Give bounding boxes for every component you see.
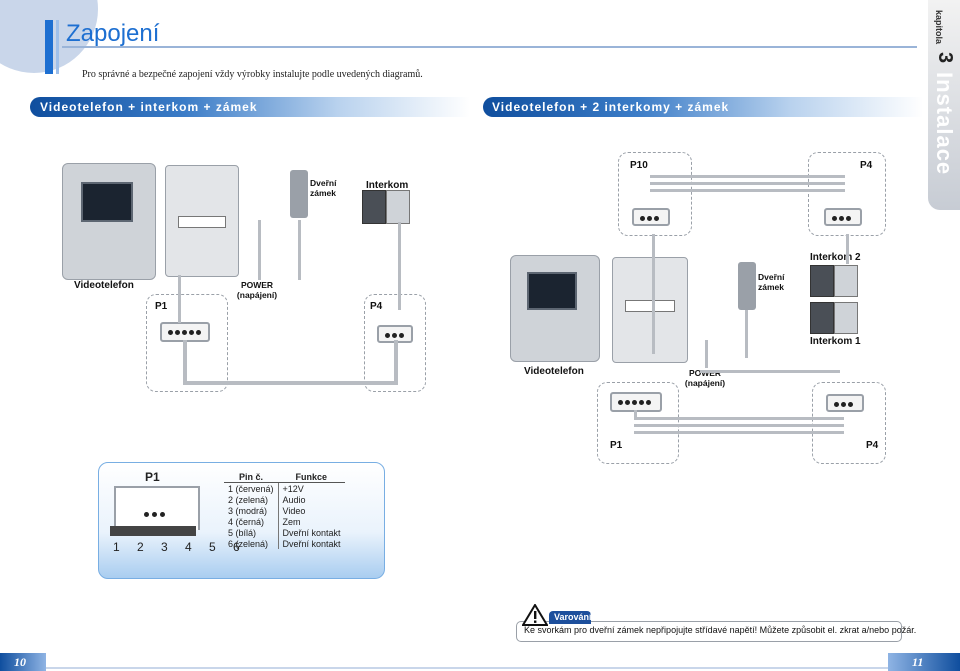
p1-connector-illustration xyxy=(114,486,200,530)
warning-triangle-icon xyxy=(522,604,548,626)
table-row: 2 (zelená) Audio xyxy=(224,494,345,505)
wall-bracket-left xyxy=(165,165,239,277)
power-label-left: POWER (napájení) xyxy=(236,280,278,300)
chapter-number: 3 xyxy=(934,52,956,64)
table-row: 5 (bílá) Dveřní kontakt xyxy=(224,527,345,538)
interkom-label-left: Interkom xyxy=(366,180,409,191)
title-accent-bar-light xyxy=(56,20,59,74)
warning-box xyxy=(516,621,902,642)
p1-connector-box-right xyxy=(597,382,679,464)
pin-cell: 1 (červená) xyxy=(228,483,274,494)
chapter-label: kapitola xyxy=(934,10,944,45)
monitor-screen xyxy=(81,182,133,222)
terminal-block-right xyxy=(625,300,675,312)
page-subtitle: Pro správné a bezpečné zapojení vždy výr… xyxy=(82,69,423,80)
p10-label: P10 xyxy=(630,160,648,171)
power-label-right: POWER (napájení) xyxy=(684,368,726,388)
p1-connector-right xyxy=(610,392,662,412)
door-lock-device-left xyxy=(290,170,308,218)
videotelefon-label-left: Videotelefon xyxy=(74,280,134,291)
function-column-header: Funkce xyxy=(278,471,345,483)
p10-connector-box xyxy=(618,152,692,236)
p1-connector-left xyxy=(160,322,210,342)
p4-top-connector xyxy=(824,208,862,226)
function-cell: Dveřní kontakt xyxy=(277,527,345,538)
footer-left-tab xyxy=(0,653,46,671)
p1-connector-box-left xyxy=(146,294,228,392)
warning-title: Varování xyxy=(554,612,592,622)
section-bar-right xyxy=(483,97,923,117)
function-cell: Dveřní kontakt xyxy=(277,538,345,549)
videotelefon-device-left xyxy=(62,163,156,280)
function-cell: Audio xyxy=(277,494,345,505)
chapter-tab xyxy=(928,0,960,210)
p4-label-left: P4 xyxy=(370,301,383,312)
terminal-block xyxy=(178,216,226,228)
pin-panel-heading: P1 xyxy=(145,470,160,484)
pin-cell: 2 (zelená) xyxy=(228,494,269,505)
section-bar-left xyxy=(30,97,470,117)
interkom1-label: Interkom 1 xyxy=(810,336,861,347)
warning-text: Ke svorkám pro dveřní zámek nepřipojujte… xyxy=(524,625,917,635)
videotelefon-label-right: Videotelefon xyxy=(524,366,584,377)
chapter-name: Instalace xyxy=(932,72,957,176)
videotelefon-device-right xyxy=(510,255,600,362)
pin-cell: 4 (černá) xyxy=(228,516,265,527)
pin-function-table: Pin č. Funkce 1 (červená)+12V 2 (zelená)… xyxy=(224,471,345,549)
warning-title-tab xyxy=(549,611,591,624)
p10-connector xyxy=(632,208,670,226)
pin-cell: 3 (modrá) xyxy=(228,505,268,516)
p4-bottom-connector xyxy=(826,394,864,412)
interkom2-label: Interkom 2 xyxy=(810,252,861,263)
title-accent-bar xyxy=(45,20,53,74)
section-title-left: Videotelefon + interkom + zámek xyxy=(40,100,258,114)
pin-cell: 5 (bílá) xyxy=(228,527,257,538)
door-lock-device-right xyxy=(738,262,756,310)
table-row: 3 (modrá) Video xyxy=(224,505,345,516)
table-row: 4 (černá) Zem xyxy=(224,516,345,527)
door-lock-label-left: Dveřní zámek xyxy=(310,178,337,198)
p1-label-right: P1 xyxy=(610,440,623,451)
footer-right-tab xyxy=(888,653,960,671)
intercom1-outdoor-unit xyxy=(810,302,834,334)
title-underline xyxy=(62,46,917,48)
monitor-screen-right xyxy=(527,272,577,310)
pin-cell: 6 (zelená) xyxy=(228,538,269,549)
function-cell: Video xyxy=(277,505,345,516)
intercom1-indoor-unit xyxy=(834,302,858,334)
door-lock-label-right: Dveřní zámek xyxy=(758,272,785,292)
page-title: Zapojení xyxy=(66,20,160,47)
p1-connector-pins xyxy=(110,526,196,536)
p4-bottom-connector-box xyxy=(812,382,886,464)
pin-column-header: Pin č. xyxy=(224,471,279,483)
p4-top-label: P4 xyxy=(860,160,873,171)
table-row: 1 (červená)+12V xyxy=(224,482,345,494)
p4-connector-box-left xyxy=(364,294,426,392)
pin-numbers: 1 2 3 4 5 6 xyxy=(113,540,247,554)
p4-bottom-label: P4 xyxy=(866,440,879,451)
page-number-left: 10 xyxy=(14,655,26,669)
intercom-indoor-unit-left xyxy=(386,190,410,224)
table-row: 6 (zelená) Dveřní kontakt xyxy=(224,538,345,549)
page-number-right: 11 xyxy=(912,655,924,669)
intercom2-outdoor-unit xyxy=(810,265,834,297)
section-title-right: Videotelefon + 2 interkomy + zámek xyxy=(492,100,730,114)
intercom-outdoor-unit-left xyxy=(362,190,386,224)
function-cell: +12V xyxy=(277,482,345,494)
p1-label-left: P1 xyxy=(155,301,168,312)
intercom2-indoor-unit xyxy=(834,265,858,297)
wall-bracket-right xyxy=(612,257,688,363)
footer-line xyxy=(46,667,888,669)
function-cell: Zem xyxy=(277,516,345,527)
